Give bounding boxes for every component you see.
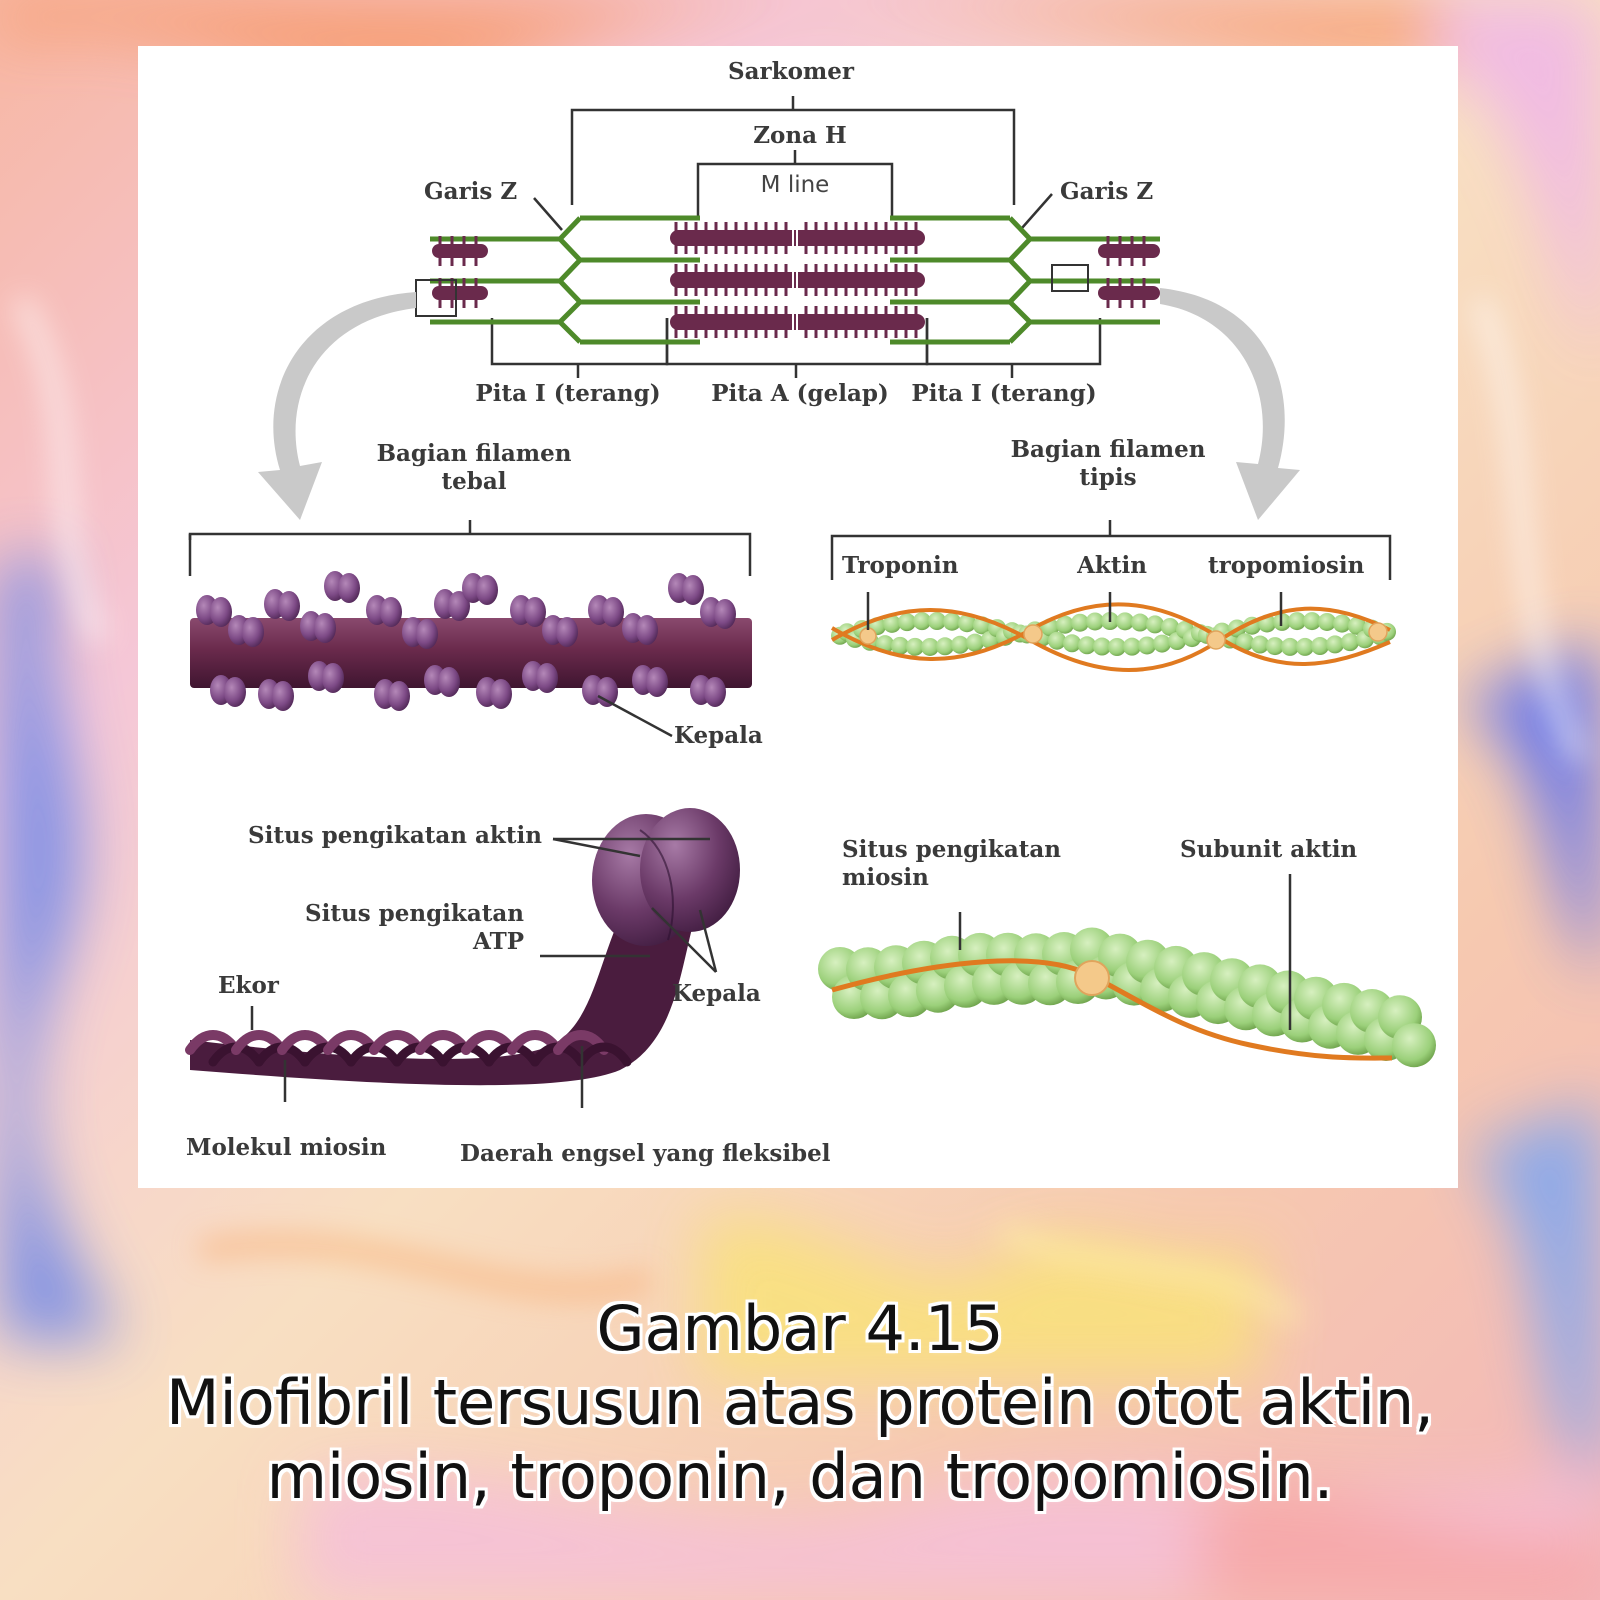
label-sarkomer: Sarkomer [728,58,854,85]
label-thin-section: Bagian filamen tipis [1010,436,1206,491]
label-aktin: Aktin [1077,552,1147,579]
thin-filament-group [830,520,1396,672]
label-garis-z-left: Garis Z [424,178,518,205]
label-situs-aktin: Situs pengikatan aktin [248,822,542,849]
label-kepala-bottom: Kepala [672,980,761,1007]
figure-caption: Gambar 4.15 Miofibril tersusun atas prot… [0,1292,1600,1514]
label-garis-z-right: Garis Z [1060,178,1154,205]
label-kepala-top: Kepala [674,722,763,749]
label-ekor: Ekor [218,972,279,999]
label-pita-i-right: Pita I (terang) [911,380,1097,407]
actin-beads [831,612,1396,656]
caption-line-2: miosin, troponin, dan tropomiosin. [266,1440,1334,1513]
zoom-arrows [258,288,1300,520]
label-zona-h: Zona H [753,122,847,149]
a-band-thick-filaments [670,216,925,346]
label-subunit-aktin: Subunit aktin [1180,836,1358,863]
label-pita-i-left: Pita I (terang) [475,380,661,407]
actin-subunit-group [818,874,1436,1068]
label-m-line: M line [760,172,830,198]
caption-line-1: Miofibril tersusun atas protein otot akt… [166,1366,1434,1439]
label-troponin: Troponin [842,552,959,579]
thick-filament-group [188,520,752,738]
label-situs-atp: Situs pengikatan ATP [305,900,524,955]
label-thick-section: Bagian filamen tebal [376,440,572,495]
sarcomere-group [415,96,1160,378]
label-molekul-miosin: Molekul miosin [186,1134,387,1161]
label-daerah-engsel: Daerah engsel yang fleksibel [460,1140,831,1167]
caption-title: Gambar 4.15 [596,1292,1004,1365]
label-tropomiosin: tropomiosin [1208,552,1365,579]
myosin-molecule-group [185,808,740,1108]
label-situs-miosin: Situs pengikatan miosin [842,836,1061,891]
myosin-tail [185,1030,632,1067]
myosin-heads [196,571,736,711]
label-pita-a: Pita A (gelap) [711,380,889,407]
